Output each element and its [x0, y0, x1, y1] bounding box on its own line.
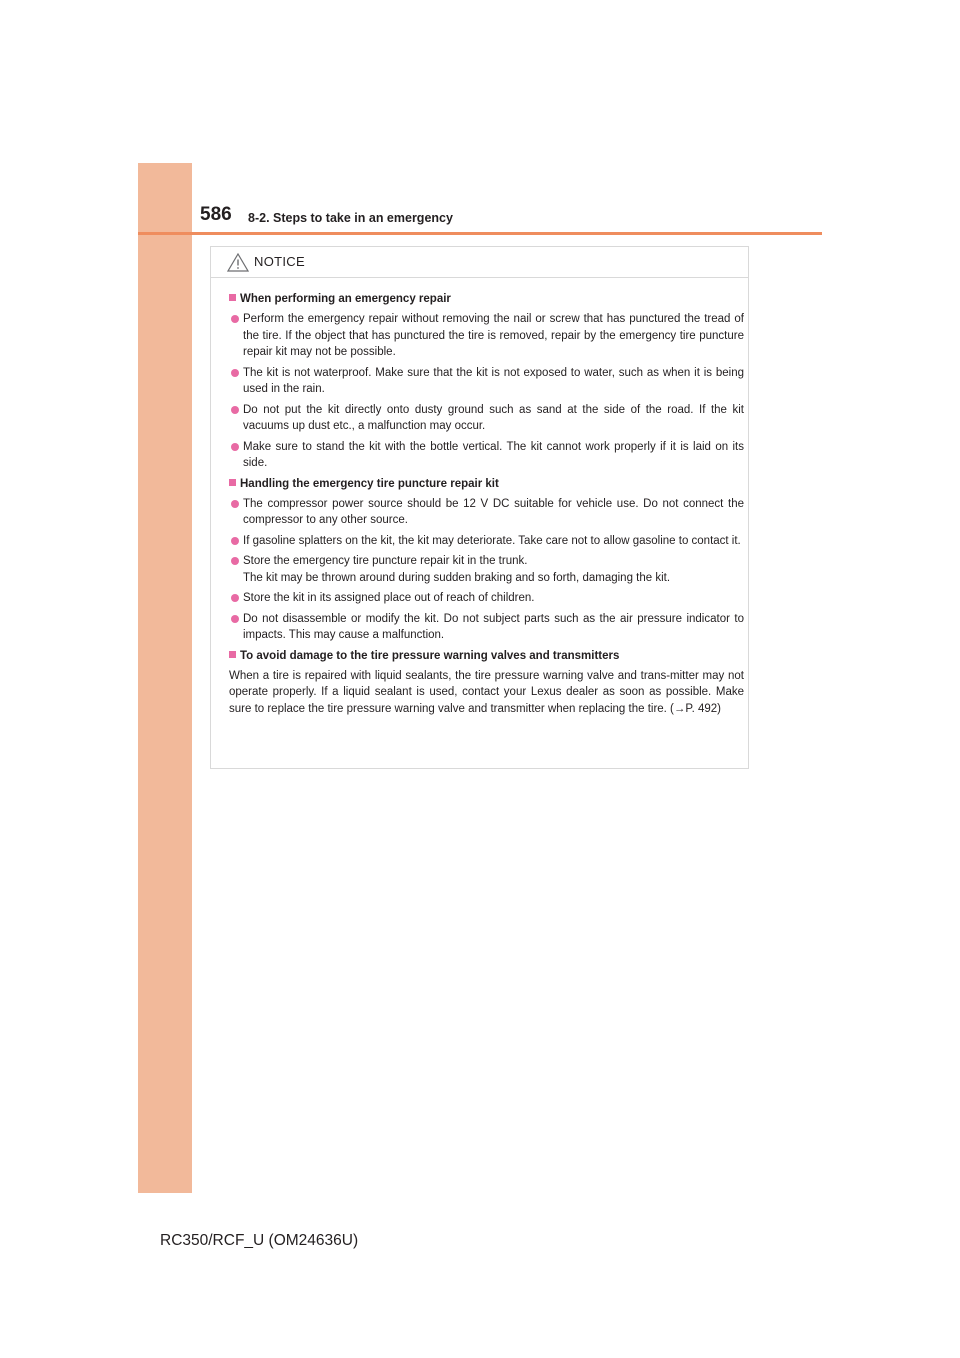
dot-bullet-icon: [231, 405, 239, 414]
notice-label: NOTICE: [254, 254, 305, 269]
square-bullet-icon: [229, 294, 236, 301]
notice-heading: To avoid damage to the tire pressure war…: [229, 648, 744, 664]
dot-bullet-icon: [231, 594, 239, 602]
dot-bullet-icon: [231, 315, 239, 323]
notice-header: NOTICE: [211, 247, 748, 278]
dot-bullet-icon: [231, 557, 239, 565]
list-item: The compressor power source should be 12…: [229, 496, 744, 529]
dot-bullet-icon: [231, 368, 239, 377]
header-rule: [138, 232, 822, 235]
notice-heading: Handling the emergency tire puncture rep…: [229, 476, 744, 492]
dot-bullet-icon: [231, 499, 239, 508]
list-item: Store the emergency tire puncture repair…: [229, 553, 744, 586]
notice-heading: When performing an emergency repair: [229, 291, 744, 307]
page-header: 586 8-2. Steps to take in an emergency: [200, 202, 820, 232]
notice-box: NOTICE When performing an emergency repa…: [210, 246, 749, 769]
notice-paragraph: When a tire is repaired with liquid seal…: [229, 669, 744, 715]
list-item: Make sure to stand the kit with the bott…: [229, 439, 744, 472]
dot-bullet-icon: [231, 536, 239, 545]
dot-bullet-icon: [231, 614, 239, 623]
list-item: Do not put the kit directly onto dusty g…: [229, 402, 744, 435]
list-item: Store the kit in its assigned place out …: [229, 590, 744, 607]
list-item: If gasoline splatters on the kit, the ki…: [229, 533, 744, 550]
warning-triangle-icon: [227, 253, 249, 272]
chapter-side-tab: [138, 163, 192, 1193]
list-item: Perform the emergency repair without rem…: [229, 311, 744, 361]
dot-bullet-icon: [231, 442, 239, 451]
square-bullet-icon: [229, 650, 236, 658]
page-number: 586: [200, 204, 232, 225]
list-item: Do not disassemble or modify the kit. Do…: [229, 611, 744, 644]
notice-body: When performing an emergency repair Perf…: [229, 291, 744, 717]
square-bullet-icon: [229, 478, 236, 486]
footer-model: RC350/RCF_U (OM24636U): [160, 1232, 359, 1249]
list-item: The kit is not waterproof. Make sure tha…: [229, 365, 744, 398]
section-title: 8-2. Steps to take in an emergency: [248, 211, 453, 225]
